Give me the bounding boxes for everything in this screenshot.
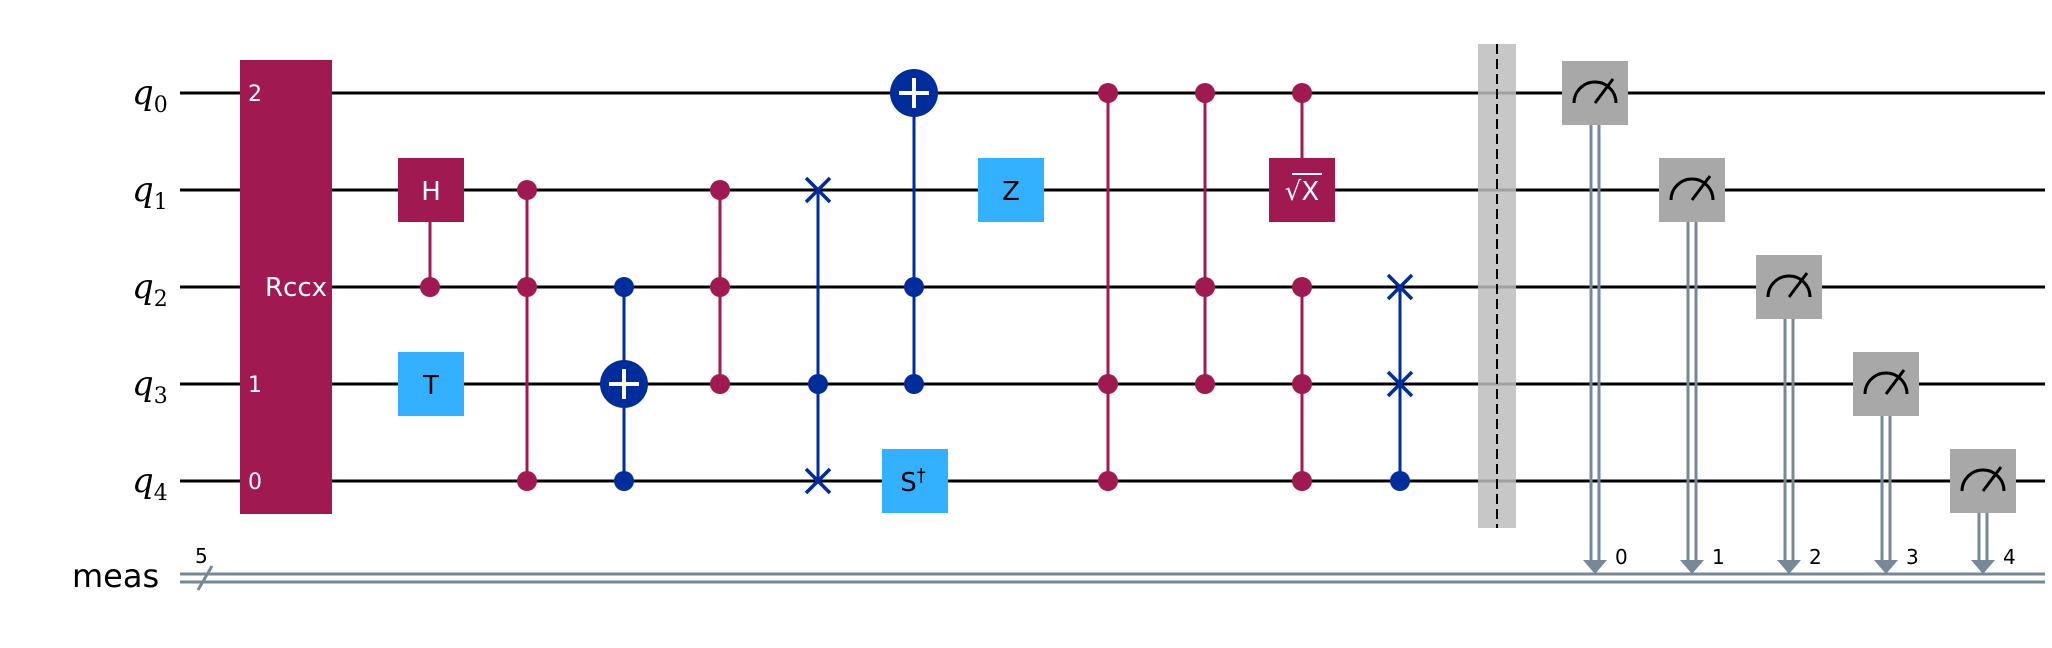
meter-icon	[1960, 468, 2006, 492]
h-gate-label: H	[421, 177, 441, 207]
control-dot	[1390, 471, 1410, 491]
control-dot	[710, 374, 730, 394]
rccx-pin-q0: 2	[248, 82, 262, 107]
qubit-labels: q0 q1 q2 q3 q4 meas	[72, 73, 168, 595]
controlled-sx-gate[interactable]: √X	[1269, 83, 1335, 222]
measure-gate-q0[interactable]: 0	[1562, 61, 1628, 574]
control-dot	[1195, 374, 1215, 394]
control-dot	[1292, 83, 1312, 103]
classical-wire	[180, 572, 2045, 584]
sx-gate-box[interactable]	[1269, 158, 1335, 222]
control-dot	[1292, 374, 1312, 394]
meter-icon	[1863, 371, 1909, 395]
sdg-gate-label: S†	[900, 465, 926, 498]
measure-bit-label: 4	[2003, 545, 2016, 569]
h-gate-box[interactable]	[398, 158, 464, 222]
cswap-gate[interactable]	[804, 176, 832, 495]
qubit-label-q0: q0	[132, 73, 168, 118]
measure-arrow	[1583, 560, 1607, 574]
control-dot	[614, 277, 634, 297]
t-gate-label: T	[422, 371, 439, 401]
measure-bit-label: 1	[1712, 545, 1725, 569]
swap-cross	[804, 467, 832, 495]
rccx-gate[interactable]: 2 1 0 Rccx	[240, 60, 332, 514]
measurement-group: 0 1 2 3 4	[1562, 61, 2016, 574]
ccz-gate-2[interactable]	[710, 180, 730, 394]
cswap-gate-2[interactable]	[1386, 273, 1414, 491]
control-dot	[1098, 471, 1118, 491]
meter-icon	[1572, 80, 1618, 104]
qubit-label-q3: q3	[132, 364, 168, 409]
control-dot	[420, 277, 440, 297]
sx-gate-label: √X	[1285, 177, 1319, 207]
measure-arrow	[1971, 560, 1995, 574]
ccz-gate-3[interactable]	[1098, 83, 1118, 491]
control-dot	[1292, 277, 1312, 297]
swap-cross	[1386, 273, 1414, 301]
ccx-gate-top[interactable]	[890, 69, 938, 394]
sdg-gate-box[interactable]	[882, 449, 948, 513]
ccz-gate-5[interactable]	[1292, 277, 1312, 491]
classical-bus-width: 5	[195, 544, 208, 568]
control-dot	[517, 180, 537, 200]
control-dot	[1292, 471, 1312, 491]
meter-icon	[1766, 274, 1812, 298]
classical-label-meas: meas	[72, 557, 159, 595]
control-dot	[1195, 83, 1215, 103]
measure-arrow	[1874, 560, 1898, 574]
measure-gate-q2[interactable]: 2	[1756, 255, 1822, 574]
sdg-gate[interactable]: S†	[882, 449, 948, 513]
measure-bit-label: 3	[1906, 545, 1919, 569]
control-dot	[1098, 83, 1118, 103]
measure-bit-label: 2	[1809, 545, 1822, 569]
measure-box[interactable]	[1659, 158, 1725, 222]
measure-bit-label: 0	[1615, 545, 1628, 569]
control-dot	[904, 374, 924, 394]
control-dot	[614, 471, 634, 491]
meter-icon	[1669, 177, 1715, 201]
measure-gate-q3[interactable]: 3	[1853, 352, 1919, 574]
measure-gate-q4[interactable]: 4	[1950, 449, 2016, 574]
z-gate[interactable]: Z	[978, 158, 1044, 222]
controlled-h-gate[interactable]: H	[398, 158, 464, 297]
barrier	[1478, 44, 1516, 528]
control-dot	[517, 277, 537, 297]
classical-bus-slash	[196, 565, 214, 591]
measure-arrow	[1680, 560, 1704, 574]
control-dot	[808, 374, 828, 394]
swap-cross	[1386, 370, 1414, 398]
t-gate[interactable]: T	[398, 352, 464, 416]
measure-box[interactable]	[1562, 61, 1628, 125]
qubit-label-q4: q4	[132, 461, 168, 506]
measure-box[interactable]	[1950, 449, 2016, 513]
z-gate-box[interactable]	[978, 158, 1044, 222]
ccz-gate-1[interactable]	[517, 180, 537, 491]
t-gate-box[interactable]	[398, 352, 464, 416]
rccx-gate-box[interactable]	[240, 60, 332, 514]
swap-cross	[804, 176, 832, 204]
rccx-pin-q4: 0	[248, 470, 262, 495]
ccz-gate-4[interactable]	[1195, 83, 1215, 394]
control-dot	[1098, 374, 1118, 394]
ccx-gate[interactable]	[600, 277, 648, 491]
control-dot	[517, 471, 537, 491]
measure-box[interactable]	[1853, 352, 1919, 416]
rccx-gate-label: Rccx	[265, 273, 327, 303]
control-dot	[904, 277, 924, 297]
control-dot	[710, 277, 730, 297]
z-gate-label: Z	[1002, 177, 1020, 207]
control-dot	[1195, 277, 1215, 297]
measure-arrow	[1777, 560, 1801, 574]
control-dot	[710, 180, 730, 200]
qubit-label-q1: q1	[132, 170, 168, 215]
qubit-label-q2: q2	[132, 267, 168, 312]
measure-gate-q1[interactable]: 1	[1659, 158, 1725, 574]
rccx-pin-q3: 1	[248, 373, 262, 398]
measure-box[interactable]	[1756, 255, 1822, 319]
